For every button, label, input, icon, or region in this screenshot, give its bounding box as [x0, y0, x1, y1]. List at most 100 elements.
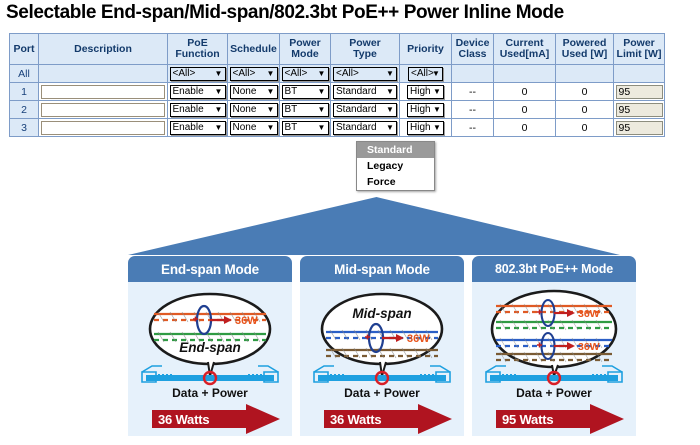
power-mode-select-all[interactable]: <All>▼ — [281, 66, 329, 81]
watts-label: 95 Watts — [502, 411, 554, 427]
callout-triangle — [128, 197, 620, 255]
power-mode-cell: BT ▼ — [279, 118, 331, 137]
watts-arrow: 36 Watts — [300, 404, 464, 434]
schedule-select-all[interactable]: <All>▼ — [229, 66, 278, 81]
schedule-select[interactable]: None▼ — [229, 84, 278, 99]
chevron-down-icon: ▼ — [317, 104, 326, 114]
mode-panel-title: Mid-span Mode — [300, 256, 464, 282]
description-cell — [38, 82, 168, 101]
priority-select[interactable]: High▼ — [407, 120, 444, 135]
power-type-cell: Standard▼ — [330, 100, 400, 119]
mode-panel-body: 36W 36W Data + Power — [472, 282, 636, 436]
power-limit-input[interactable]: 95 — [615, 120, 663, 135]
schedule-cell: None▼ — [227, 118, 280, 137]
header-line: Power — [289, 37, 321, 49]
mode-panel-mid-span: Mid-span Mode Mid-span 36W — [300, 256, 464, 436]
power-limit-input[interactable]: 95 — [615, 84, 663, 99]
power-mode-select[interactable]: BT ▼ — [281, 84, 329, 99]
description-cell-all — [38, 64, 168, 83]
port-label: 1 — [9, 82, 39, 101]
power-mode-select[interactable]: BT ▼ — [281, 102, 329, 117]
power-type-cell: Standard▼ — [330, 118, 400, 137]
priority-cell: High▼ — [399, 82, 452, 101]
select-value: <All> — [232, 67, 256, 79]
menu-item-force[interactable]: Force — [367, 176, 396, 188]
priority-select[interactable]: High▼ — [407, 84, 444, 99]
poe-function-cell-all: <All>▼ — [167, 64, 228, 83]
svg-text:Mid-span: Mid-span — [352, 306, 411, 321]
svg-text:End-span: End-span — [179, 340, 241, 355]
power-type-select-all[interactable]: <All>▼ — [333, 66, 397, 81]
red-arrow-icon — [496, 404, 624, 434]
header-line: Type — [353, 48, 377, 60]
poe-function-select[interactable]: Enable▼ — [169, 120, 226, 135]
select-value: None — [232, 103, 257, 115]
table-row: 3 Enable▼ None▼ BT▼ Standard▼ High▼ -- 0… — [9, 118, 665, 137]
header-line: PoE — [187, 37, 208, 49]
mode-panel-802-3bt: 802.3bt PoE++ Mode — [472, 256, 636, 436]
priority-cell-all: <All>▼ — [399, 64, 452, 83]
select-value: High — [410, 103, 431, 115]
watts-arrow: 95 Watts — [472, 404, 636, 434]
description-input[interactable] — [41, 84, 165, 99]
chevron-down-icon: ▼ — [214, 122, 223, 132]
header-line: Used[mA] — [499, 48, 550, 60]
header-line: Powered — [562, 37, 607, 49]
chevron-down-icon: ▼ — [317, 122, 326, 132]
svg-text:36W: 36W — [407, 333, 430, 345]
page-title: Selectable End-span/Mid-span/802.3bt PoE… — [6, 2, 564, 23]
column-header-port: Port — [9, 33, 39, 65]
chevron-down-icon: ▼ — [266, 86, 275, 96]
description-cell — [38, 100, 168, 119]
power-mode-cell: BT ▼ — [279, 82, 331, 101]
current-used-cell: 0 — [493, 100, 556, 119]
poe-function-select[interactable]: Enable▼ — [169, 102, 226, 117]
priority-cell: High▼ — [399, 118, 452, 137]
select-value: <All> — [411, 67, 434, 79]
header-line: Function — [175, 48, 220, 60]
select-value: High — [410, 85, 431, 97]
poe-function-cell: Enable▼ — [167, 118, 228, 137]
current-used-cell-all — [493, 64, 556, 83]
menu-item-legacy[interactable]: Legacy — [367, 160, 404, 172]
chevron-down-icon: ▼ — [214, 104, 223, 114]
power-type-select[interactable]: Standard▼ — [333, 84, 397, 99]
select-value: Standard — [336, 103, 377, 115]
priority-select-all[interactable]: <All>▼ — [408, 66, 443, 81]
power-type-select[interactable]: Standard▼ — [333, 102, 397, 117]
power-type-dropdown-menu[interactable]: Standard Legacy Force — [356, 141, 435, 191]
device-class-cell: -- — [451, 118, 494, 137]
schedule-cell: None▼ — [227, 82, 280, 101]
header-line: Power — [349, 37, 381, 49]
poe-function-select-all[interactable]: <All>▼ — [169, 66, 226, 81]
chevron-down-icon: ▼ — [317, 68, 326, 78]
table-row-all: All <All>▼ <All>▼ <All>▼ <All>▼ <All>▼ — [9, 64, 665, 83]
poe-function-select[interactable]: Enable▼ — [169, 84, 226, 99]
power-type-cell-all: <All>▼ — [330, 64, 400, 83]
svg-text:36W: 36W — [235, 315, 258, 327]
schedule-select[interactable]: None▼ — [229, 120, 278, 135]
select-value: BT — [284, 103, 298, 115]
description-input[interactable] — [41, 120, 165, 135]
poe-function-cell: Enable▼ — [167, 82, 228, 101]
power-limit-input[interactable]: 95 — [615, 102, 663, 117]
description-input[interactable] — [41, 102, 165, 117]
menu-item-standard[interactable]: Standard — [357, 142, 434, 158]
priority-select[interactable]: High▼ — [407, 102, 444, 117]
red-arrow-icon — [324, 404, 452, 434]
chevron-down-icon: ▼ — [317, 86, 326, 96]
mode-panel-body: 36W End-span Data + Power — [128, 282, 292, 436]
red-arrow-icon — [152, 404, 280, 434]
power-mode-select[interactable]: BT ▼ — [281, 120, 329, 135]
power-type-cell: Standard▼ — [330, 82, 400, 101]
schedule-select[interactable]: None▼ — [229, 102, 278, 117]
powered-used-cell: 0 — [555, 82, 614, 101]
chevron-down-icon: ▼ — [386, 122, 394, 132]
select-value: BT — [284, 85, 298, 97]
power-type-select-open[interactable]: Standard▼ — [333, 120, 397, 135]
select-value: BT — [284, 121, 298, 133]
watts-arrow: 36 Watts — [128, 404, 292, 434]
